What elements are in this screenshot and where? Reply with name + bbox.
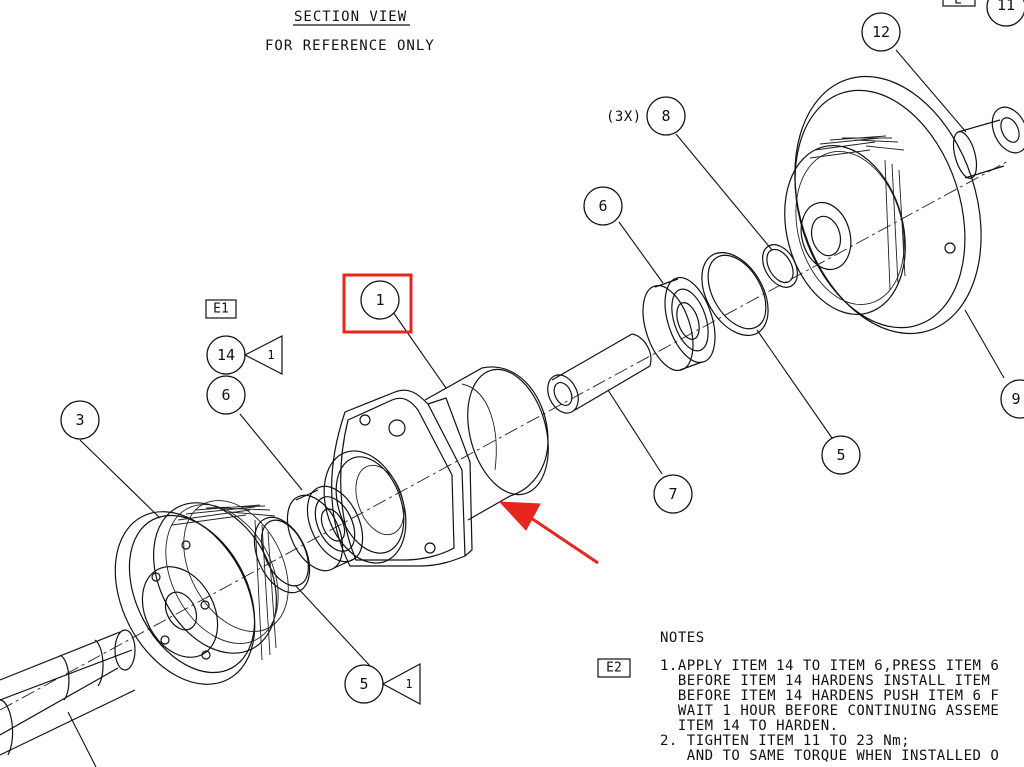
svg-text:8: 8: [661, 107, 670, 125]
triangle-flag-5: 1: [381, 662, 421, 706]
svg-text:1: 1: [267, 348, 274, 362]
svg-text:9: 9: [1011, 390, 1020, 408]
washer-item-11: [991, 106, 1024, 154]
section-view-title: SECTION VIEW: [294, 9, 407, 25]
red-arrow-annotation: [498, 501, 599, 565]
svg-text:E2: E2: [606, 661, 622, 676]
note-line-5: ITEM 14 TO HARDEN.: [660, 718, 839, 734]
leader-lines: [79, 49, 1005, 669]
svg-text:1: 1: [405, 677, 412, 691]
spacer-item-7: [547, 333, 652, 414]
balloon-item-5-left: 5: [344, 664, 384, 704]
highlight-box-item-1: [342, 273, 413, 334]
svg-text:E1: E1: [213, 302, 229, 317]
notes-heading: NOTES: [660, 630, 705, 646]
svg-text:14: 14: [217, 346, 235, 364]
svg-text:12: 12: [872, 23, 890, 41]
flag-e2: E2: [597, 658, 631, 678]
assembly-center-line: [0, 159, 1011, 711]
balloon-item-12: 12: [861, 12, 901, 52]
svg-text:6: 6: [221, 386, 230, 404]
note-line-2: BEFORE ITEM 14 HARDENS INSTALL ITEM: [660, 673, 990, 689]
balloon-item-1: 1: [360, 280, 400, 320]
quantity-label-3x: (3X): [606, 109, 642, 125]
flag-e1: E1: [205, 299, 237, 319]
balloon-item-7: 7: [653, 474, 693, 514]
pulley-item-3: [114, 500, 289, 685]
pulley-item-9: [784, 75, 1005, 335]
housing-item-1: [323, 366, 549, 567]
svg-text:3: 3: [75, 411, 84, 429]
balloon-item-6-right: 6: [583, 186, 623, 226]
svg-text:7: 7: [668, 485, 677, 503]
note-line-3: BEFORE ITEM 14 HARDENS PUSH ITEM 6 F: [660, 688, 999, 704]
balloon-item-14: 14: [206, 335, 246, 375]
note-line-7: AND TO SAME TORQUE WHEN INSTALLED O: [660, 748, 999, 764]
svg-text:5: 5: [836, 446, 845, 464]
balloon-item-5-right: 5: [821, 435, 861, 475]
svg-text:6: 6: [598, 197, 607, 215]
ring-item-5-left: [253, 516, 311, 594]
balloon-item-3: 3: [60, 400, 100, 440]
note-line-6: 2. TIGHTEN ITEM 11 TO 23 Nm;: [660, 733, 910, 749]
ring-item-5-right: [701, 251, 769, 337]
svg-text:E: E: [954, 0, 962, 8]
balloon-item-11: 11: [986, 0, 1024, 27]
triangle-flag-14: 1: [243, 335, 283, 375]
note-line-4: WAIT 1 HOUR BEFORE CONTINUING ASSEME: [660, 703, 999, 719]
balloon-item-9: 9: [1000, 379, 1024, 419]
shaft-part: [0, 629, 136, 767]
flag-e-partial: E: [942, 0, 976, 8]
svg-text:1: 1: [375, 291, 384, 309]
balloon-item-8: 8: [646, 96, 686, 136]
note-line-1: 1.APPLY ITEM 14 TO ITEM 6,PRESS ITEM 6: [660, 658, 999, 674]
reference-subtitle: FOR REFERENCE ONLY: [265, 38, 435, 54]
bearing-item-6-right: [642, 277, 716, 371]
svg-text:11: 11: [997, 0, 1015, 14]
bearing-item-6-left: [286, 485, 364, 572]
svg-text:5: 5: [359, 675, 368, 693]
balloon-item-6-left: 6: [206, 375, 246, 415]
